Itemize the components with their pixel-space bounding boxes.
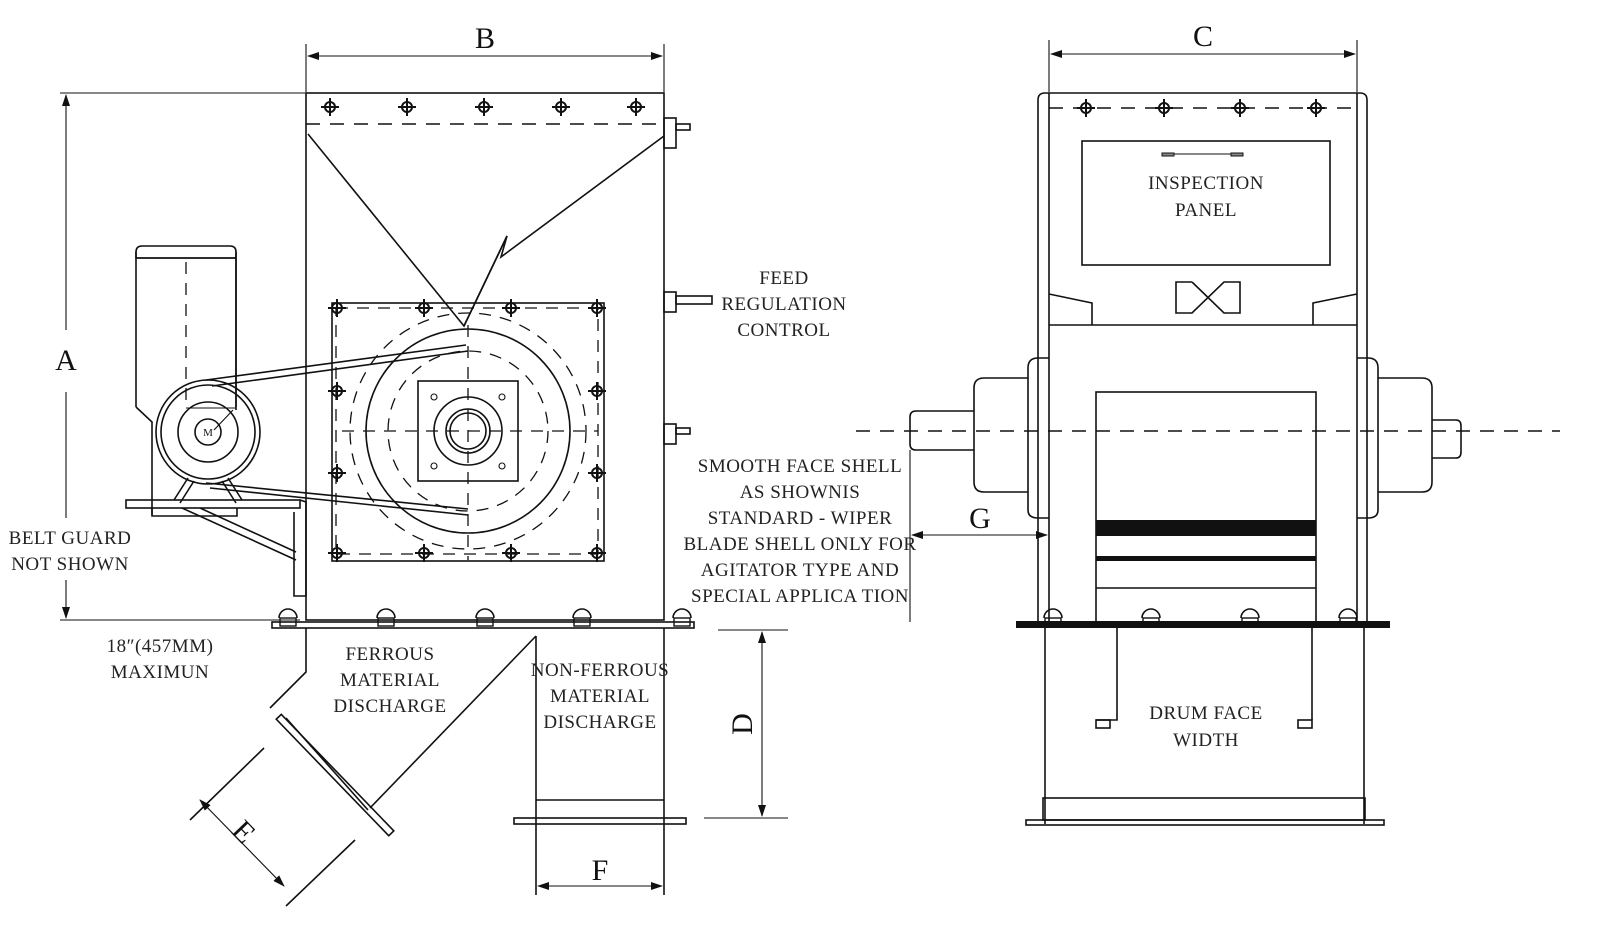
valve-symbol <box>1175 281 1241 314</box>
shell-note-line-4: BLADE SHELL ONLY FOR <box>683 534 916 555</box>
belt-guard-note-line-2: NOT SHOWN <box>11 554 129 575</box>
motor-bracket <box>125 499 307 597</box>
housing <box>305 92 665 621</box>
feed-regulation-label-line-3: CONTROL <box>737 320 830 341</box>
drum-face-width-label-line-1: DRUM FACE <box>1149 703 1262 724</box>
shell-note-line-2: AS SHOWNIS <box>740 482 861 503</box>
dimension-c-label: C <box>1193 20 1213 53</box>
max-clearance-note-line-1: 18″(457MM) <box>107 636 214 657</box>
left-bearing <box>909 357 1049 519</box>
dimension-a-label: A <box>55 344 77 377</box>
inspection-panel-label-line-1: INSPECTION <box>1148 173 1264 194</box>
feed-regulation-label-line-2: REGULATION <box>721 294 846 315</box>
ferrous-discharge-label-line-1: FERROUS <box>345 644 434 665</box>
dimension-a: A <box>55 92 306 621</box>
drum <box>1095 391 1317 625</box>
right-bearing <box>1357 357 1462 519</box>
dimension-b-label: B <box>475 22 495 55</box>
shell-note-line-1: SMOOTH FACE SHELL <box>698 456 903 477</box>
dimension-d: D <box>704 629 788 819</box>
dimension-g: G <box>909 450 1048 622</box>
non-ferrous-discharge-label-line-2: MATERIAL <box>550 686 650 707</box>
front-discharge-body: DRUM FACE WIDTH <box>1025 628 1385 826</box>
inspection-panel-label-line-2: PANEL <box>1175 200 1237 221</box>
belt-guard-note-line-1: BELT GUARD <box>9 528 132 549</box>
non-ferrous-discharge-chute <box>513 628 687 895</box>
feed-regulation-label-line-1: FEED <box>759 268 809 289</box>
feed-regulation-brackets <box>663 117 713 445</box>
drum-mounting-plate <box>327 298 607 563</box>
ferrous-discharge-label-line-3: DISCHARGE <box>333 696 446 717</box>
dimension-g-label: G <box>969 502 991 535</box>
bottom-flange <box>271 608 695 629</box>
dimension-e: E <box>199 799 285 887</box>
dimension-c: C <box>1048 20 1358 92</box>
non-ferrous-discharge-label-line-1: NON-FERROUS <box>531 660 670 681</box>
front-bottom-flange <box>1016 608 1390 628</box>
dimension-f-label: F <box>592 854 609 887</box>
shell-note-line-5: AGITATOR TYPE AND <box>701 560 899 581</box>
side-view: B A BELT GUARD NOT SHOWN 18″(457MM) MAXI… <box>9 22 916 907</box>
max-clearance-note-line-2: MAXIMUN <box>111 662 210 683</box>
drum-face-width-label-line-2: WIDTH <box>1173 730 1239 751</box>
front-view: C INSPECTION PANEL <box>856 20 1560 826</box>
non-ferrous-discharge-label-line-3: DISCHARGE <box>543 712 656 733</box>
shell-note-line-3: STANDARD - WIPER <box>708 508 893 529</box>
shell-note-line-6: SPECIAL APPLICA TION <box>691 586 909 607</box>
inspection-panel: INSPECTION PANEL <box>1081 140 1331 266</box>
ferrous-discharge-label-line-2: MATERIAL <box>340 670 440 691</box>
motor-symbol: M <box>203 427 213 439</box>
dimension-f: F <box>537 854 663 890</box>
dimension-b: B <box>305 22 665 92</box>
dimension-d-label: D <box>726 713 759 735</box>
dimension-e-label: E <box>225 814 261 850</box>
